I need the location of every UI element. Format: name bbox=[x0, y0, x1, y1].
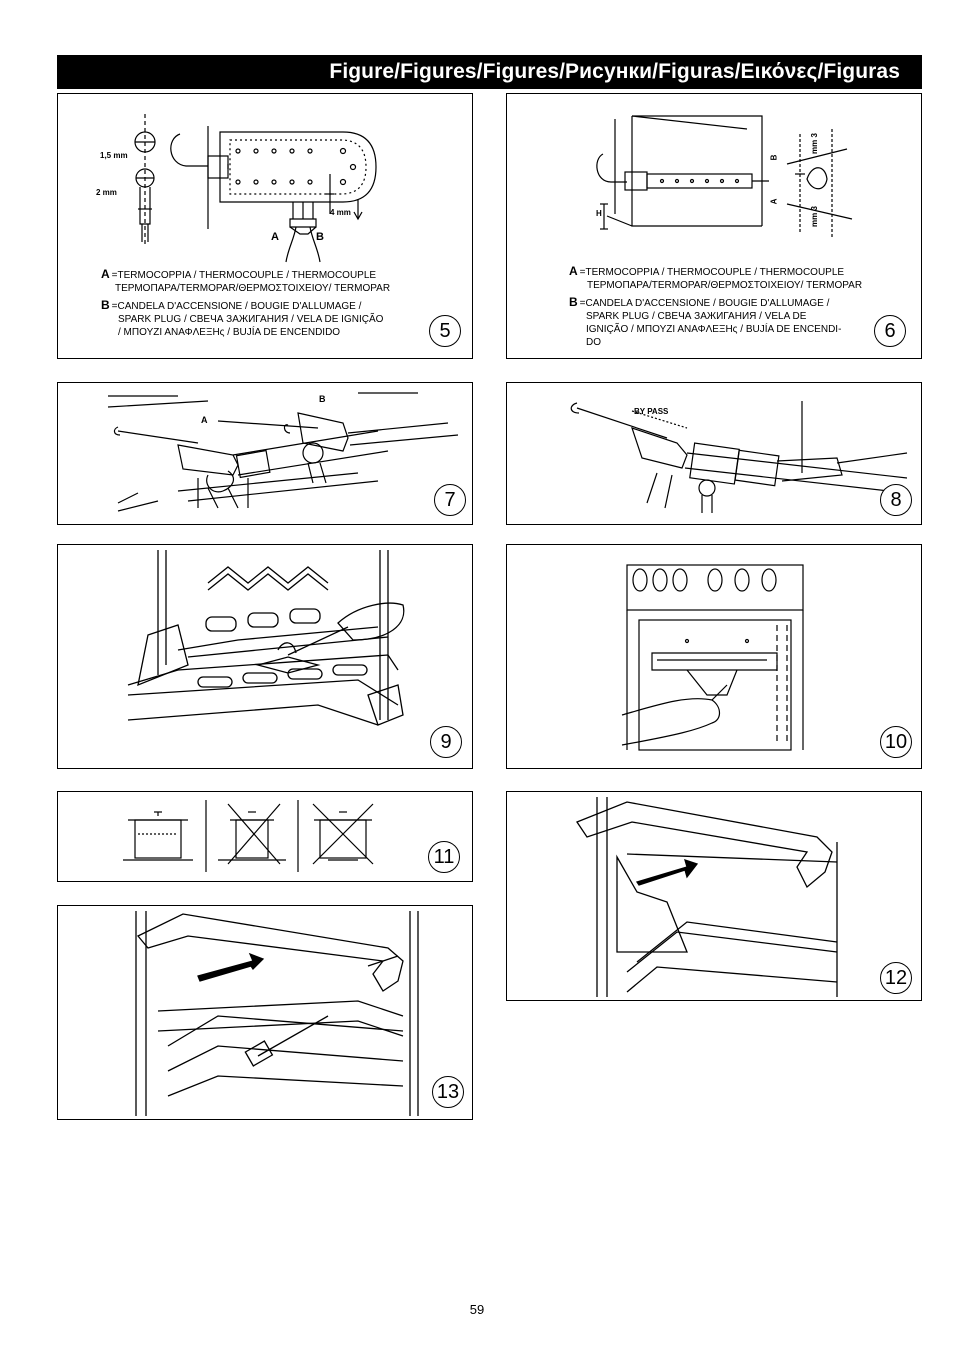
dimension-mm3-bottom: mm 3 bbox=[809, 206, 819, 227]
legend-b-line-2: SPARK PLUG / СВЕЧА ЗАЖИГАНИЯ / VELA DE bbox=[586, 311, 807, 322]
figure-11-panel: 11 bbox=[57, 791, 473, 882]
legend-key-a: A bbox=[569, 264, 578, 278]
figure-number-6: 6 bbox=[874, 315, 906, 347]
section-title: Figure/Figures/Figures/Рисунки/Figuras/Ε… bbox=[329, 60, 900, 83]
oven-burner-lighting-illustration bbox=[127, 550, 405, 726]
label-by-pass: BY PASS bbox=[634, 407, 669, 416]
figure-number-13: 13 bbox=[432, 1076, 464, 1108]
flat-burner-illustration bbox=[596, 115, 853, 239]
bypass-screw-illustration bbox=[570, 401, 908, 513]
dimension-4-mm: 4 mm bbox=[330, 208, 351, 217]
burner-thermocouple-illustration bbox=[134, 114, 377, 263]
legend-key-b: B bbox=[101, 298, 110, 312]
dimension-1-5-mm: 1,5 mm bbox=[100, 151, 128, 160]
tap-adjustment-illustration bbox=[107, 392, 459, 512]
figure-number-8: 8 bbox=[880, 484, 912, 516]
figure-12-panel: 12 bbox=[506, 791, 922, 1001]
figure-5-legend: A=TERMOCOPPIA / THERMOCOUPLE / THERMOCOU… bbox=[101, 268, 390, 343]
figure-number-11: 11 bbox=[428, 841, 460, 873]
figure-8-panel: BY PASS 8 bbox=[506, 382, 922, 525]
figure-10-panel: 10 bbox=[506, 544, 922, 769]
legend-b-line-3: IGNIÇÃO / ΜΠΟΥΖΙ ΑΝΑΦΛΕΞΗς / BUJÍA DE EN… bbox=[586, 324, 842, 335]
figure-number-7: 7 bbox=[434, 484, 466, 516]
figure-7-panel: A B 7 bbox=[57, 382, 473, 525]
legend-a-line-2: ТЕРМОПАРА/TERMOPAR/ΘΕΡΜΟΣΤΟΙΧΕΙΟΥ/ TERMO… bbox=[115, 283, 391, 294]
figure-number-9: 9 bbox=[430, 726, 462, 758]
legend-b-line-1: =CANDELA D'ACCENSIONE / BOUGIE D'ALLUMAG… bbox=[111, 301, 362, 312]
page-number: 59 bbox=[469, 1302, 485, 1317]
legend-b-line-1: =CANDELA D'ACCENSIONE / BOUGIE D'ALLUMAG… bbox=[579, 298, 830, 309]
section-header: Figure/Figures/Figures/Рисунки/Figuras/Ε… bbox=[57, 55, 922, 89]
label-b-spark-plug: B bbox=[316, 231, 324, 243]
legend-a-line-1: =TERMOCOPPIA / THERMOCOUPLE / THERMOCOUP… bbox=[579, 267, 845, 278]
pan-size-illustration bbox=[123, 800, 374, 872]
figure-9-panel: 9 bbox=[57, 544, 473, 769]
figure-number-5: 5 bbox=[429, 315, 461, 347]
figure-number-10: 10 bbox=[880, 726, 912, 758]
label-a: A bbox=[201, 415, 208, 425]
label-a: A bbox=[769, 198, 779, 205]
figure-13-panel: 13 bbox=[57, 905, 473, 1120]
legend-key-b: B bbox=[569, 295, 578, 309]
figure-number-12: 12 bbox=[880, 962, 912, 994]
legend-b-line-2: SPARK PLUG / СВЕЧА ЗАЖИГАНИЯ / VELA DE I… bbox=[118, 314, 384, 325]
dimension-h: H bbox=[596, 209, 602, 218]
label-b: B bbox=[319, 394, 326, 404]
figure-6-legend: A=TERMOCOPPIA / THERMOCOUPLE / THERMOCOU… bbox=[569, 265, 865, 353]
dimension-2-mm: 2 mm bbox=[96, 188, 117, 197]
deflector-installation-illustration bbox=[576, 797, 838, 997]
figure-5-panel: 1,5 mm 2 mm 4 mm A B A=TERMOCOPPIA / THE… bbox=[57, 93, 473, 359]
label-b: B bbox=[769, 154, 779, 161]
legend-b-line-4: DO bbox=[586, 337, 601, 348]
dimension-mm3-top: mm 3 bbox=[809, 133, 819, 154]
legend-key-a: A bbox=[101, 267, 110, 281]
deflector-screw-fixing-illustration bbox=[135, 911, 419, 1116]
legend-a-line-1: =TERMOCOPPIA / THERMOCOUPLE / THERMOCOUP… bbox=[111, 270, 377, 281]
oven-grill-lighting-illustration bbox=[621, 564, 804, 751]
label-a-thermocouple: A bbox=[271, 231, 279, 243]
legend-a-line-2: ТЕРМОПАРА/TERMOPAR/ΘΕΡΜΟΣΤΟΙΧΕΙΟΥ/ TERMO… bbox=[587, 280, 863, 291]
legend-b-line-3: / ΜΠΟΥΖΙ ΑΝΑΦΛΕΞΗς / BUJÍA DE ENCENDIDO bbox=[118, 327, 341, 338]
figure-6-panel: H mm 3 mm 3 B A A=TERMOCOPPIA / THERMOCO… bbox=[506, 93, 922, 359]
